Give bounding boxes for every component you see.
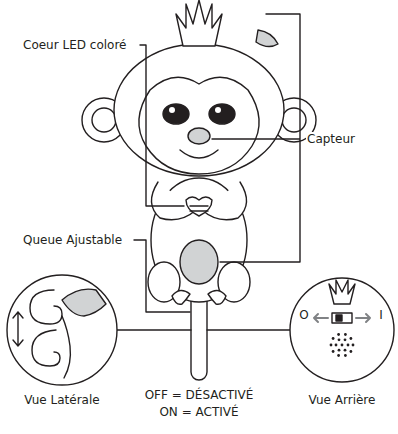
leader-line — [140, 45, 184, 206]
speaker-hole — [330, 344, 333, 347]
speaker-hole — [335, 344, 338, 347]
speaker-hole — [338, 338, 341, 341]
nose-sensor — [188, 128, 210, 144]
speaker-hole — [352, 344, 355, 347]
eye-glint — [215, 107, 221, 113]
part-label: Coeur LED coloré — [22, 38, 127, 52]
speaker-hole — [332, 337, 335, 340]
speaker-hole — [344, 333, 347, 336]
speaker-hole — [350, 350, 353, 353]
tail-strand — [62, 316, 70, 378]
side-view-circle — [7, 275, 117, 385]
led-heart-hands — [186, 197, 212, 216]
speaker-hole — [341, 344, 344, 347]
speaker-hole — [350, 337, 353, 340]
tail — [191, 292, 207, 380]
speaker-holes — [330, 333, 355, 357]
leader-line — [134, 240, 190, 312]
power-switch — [332, 313, 352, 323]
speaker-hole — [344, 349, 347, 352]
switch-knob — [336, 315, 342, 321]
belly-sensor — [180, 240, 218, 284]
sensor-bracket — [212, 14, 300, 262]
leader-line — [207, 329, 290, 330]
speaker-hole — [337, 354, 340, 357]
eye — [163, 104, 189, 124]
switch-note: ON = ACTIVÉ — [158, 405, 239, 419]
tail-curl — [30, 290, 62, 324]
part-label: Queue Ajustable — [22, 233, 123, 247]
switch-note: OFF = DÉSACTIVÉ — [144, 388, 255, 402]
foot — [172, 290, 190, 304]
eye-glint — [169, 107, 175, 113]
ear-inner — [92, 108, 116, 132]
switch-arrows — [314, 314, 370, 322]
foot — [208, 290, 226, 304]
mouth — [180, 150, 218, 158]
view-label: Vue Arrière — [308, 393, 377, 407]
speaker-hole — [344, 354, 347, 357]
speaker-hole — [347, 344, 350, 347]
eye — [209, 104, 235, 124]
adjust-arrow — [13, 312, 23, 346]
back-view-circle — [290, 278, 394, 382]
speaker-hole — [338, 349, 341, 352]
face-mask — [139, 77, 259, 174]
speaker-hole — [332, 350, 335, 353]
speaker-hole — [344, 338, 347, 341]
switch-mark: I — [378, 308, 384, 322]
fingers — [190, 206, 208, 211]
hair-tuft — [176, 0, 222, 46]
tail-clip — [62, 289, 106, 316]
switch-mark: O — [298, 308, 309, 322]
view-label: Vue Latérale — [23, 393, 100, 407]
head-sensor — [256, 30, 278, 47]
part-label: Capteur — [306, 132, 356, 146]
speaker-hole — [337, 333, 340, 336]
tail-curl — [32, 330, 60, 366]
hair-tuft — [329, 280, 355, 304]
ear-inner — [282, 108, 306, 132]
head — [114, 44, 284, 176]
leader-line — [117, 329, 191, 330]
